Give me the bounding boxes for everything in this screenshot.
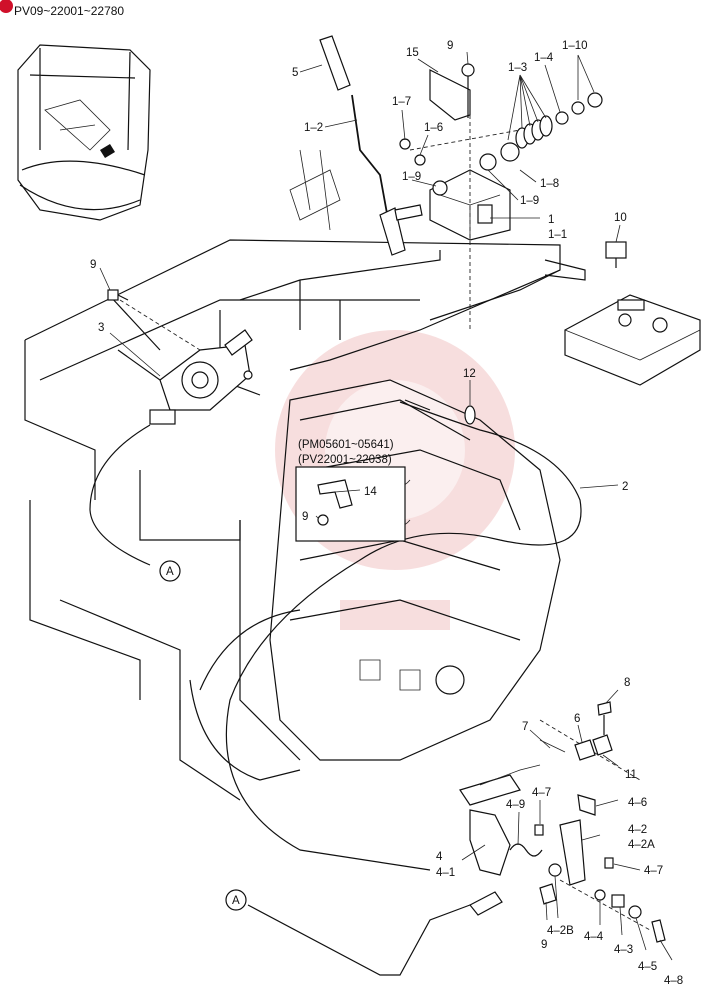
inset-box bbox=[295, 466, 406, 542]
callout-10: 10 bbox=[614, 212, 627, 224]
callout-labels: 5 1–2 1–7 1–6 1–9 15 9 1–3 1–4 1–10 1–8 … bbox=[90, 40, 683, 987]
inset-range-2: (PV22001~22038) bbox=[298, 454, 392, 466]
callout-8: 8 bbox=[624, 677, 630, 689]
callout-4-6: 4–6 bbox=[628, 797, 647, 809]
parts-6-8-11 bbox=[539, 701, 613, 761]
callout-1-4: 1–4 bbox=[534, 52, 554, 64]
callout-1-8: 1–8 bbox=[540, 178, 559, 190]
callout-9-top: 9 bbox=[447, 40, 453, 52]
engine-block bbox=[189, 379, 561, 781]
callout-4-2A: 4–2A bbox=[628, 839, 655, 851]
callout-6: 6 bbox=[574, 713, 580, 725]
callout-4-7a: 4–7 bbox=[532, 787, 551, 799]
chassis-frame bbox=[24, 239, 586, 801]
callout-1-3: 1–3 bbox=[508, 62, 527, 74]
machine-thumbnail bbox=[17, 44, 151, 221]
callout-1-9a: 1–9 bbox=[402, 171, 421, 183]
callout-14: 14 bbox=[364, 486, 377, 498]
callout-4-8: 4–8 bbox=[664, 975, 683, 987]
callout-5: 5 bbox=[292, 67, 298, 79]
switch-panel bbox=[564, 241, 701, 386]
callout-4-9: 4–9 bbox=[506, 799, 525, 811]
callout-4-3: 4–3 bbox=[614, 944, 633, 956]
callout-11: 11 bbox=[625, 769, 637, 781]
callout-1-6: 1–6 bbox=[424, 122, 443, 134]
header: PV09~22001~22780 bbox=[0, 0, 124, 18]
actuator-3 bbox=[109, 295, 253, 425]
callout-1-1: 1–1 bbox=[548, 229, 567, 241]
lever-assembly bbox=[289, 35, 423, 256]
callout-7: 7 bbox=[522, 721, 528, 733]
cable-A bbox=[247, 891, 503, 976]
callout-15: 15 bbox=[406, 47, 419, 59]
callout-4-7b: 4–7 bbox=[644, 865, 663, 877]
page-badge-icon bbox=[0, 0, 13, 13]
callout-A-top: A bbox=[166, 566, 174, 578]
callout-3: 3 bbox=[98, 322, 104, 334]
linkage-assembly-4 bbox=[459, 719, 666, 943]
callout-4-4: 4–4 bbox=[584, 931, 604, 943]
callout-9-bottom: 9 bbox=[541, 939, 547, 951]
callout-1-2: 1–2 bbox=[304, 122, 323, 134]
callout-4-2: 4–2 bbox=[628, 824, 647, 836]
callout-9-inset: 9 bbox=[302, 511, 308, 523]
callout-1-7: 1–7 bbox=[392, 96, 411, 108]
callout-A-bottom: A bbox=[232, 895, 240, 907]
cable-2 bbox=[89, 399, 582, 871]
callout-4-2B: 4–2B bbox=[547, 925, 574, 937]
callout-1: 1 bbox=[548, 214, 554, 226]
callout-9-left: 9 bbox=[90, 259, 96, 271]
callout-2: 2 bbox=[622, 481, 628, 493]
callout-1-9b: 1–9 bbox=[520, 195, 539, 207]
ref-circle-a-bottom bbox=[225, 889, 247, 911]
callout-1-10: 1–10 bbox=[562, 40, 588, 52]
callout-12: 12 bbox=[463, 368, 476, 380]
callout-4-5: 4–5 bbox=[638, 961, 657, 973]
inset-range-1: (PM05601~05641) bbox=[298, 439, 394, 451]
bracket-assembly-1 bbox=[399, 63, 603, 330]
callout-4: 4 bbox=[436, 851, 443, 863]
ref-circles bbox=[159, 560, 247, 911]
ref-circle-a-top bbox=[159, 560, 181, 582]
bolt-9-left bbox=[107, 289, 129, 301]
spring-stack bbox=[515, 115, 553, 149]
leader-lines bbox=[99, 51, 673, 961]
header-code: PV09~22001~22780 bbox=[14, 4, 124, 18]
callout-4-1: 4–1 bbox=[436, 867, 455, 879]
